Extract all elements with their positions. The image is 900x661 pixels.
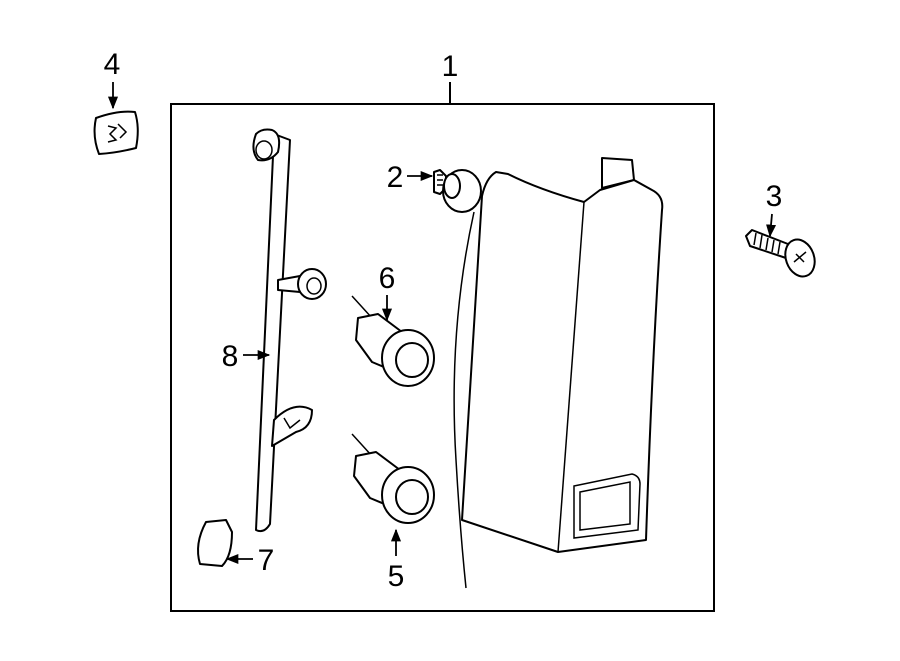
part-8-gasket xyxy=(252,128,327,533)
part-7-pad xyxy=(197,519,233,567)
tail-lamp-housing xyxy=(453,157,664,589)
callout-2: 2 xyxy=(387,161,404,194)
callout-1: 1 xyxy=(442,50,459,83)
callout-4: 4 xyxy=(104,48,121,81)
callout-3: 3 xyxy=(766,180,783,213)
callout-7: 7 xyxy=(258,544,275,577)
part-6-socket xyxy=(351,295,435,387)
part-3-screw xyxy=(745,229,816,278)
callout-8: 8 xyxy=(222,340,239,373)
callout-6: 6 xyxy=(379,262,396,295)
callout-3-arrow xyxy=(766,213,777,238)
assembly-frame xyxy=(170,103,715,612)
callout-5: 5 xyxy=(388,560,405,593)
part-4-clip xyxy=(93,110,139,155)
part-5-socket xyxy=(351,433,435,524)
part-2-pin xyxy=(433,169,482,213)
